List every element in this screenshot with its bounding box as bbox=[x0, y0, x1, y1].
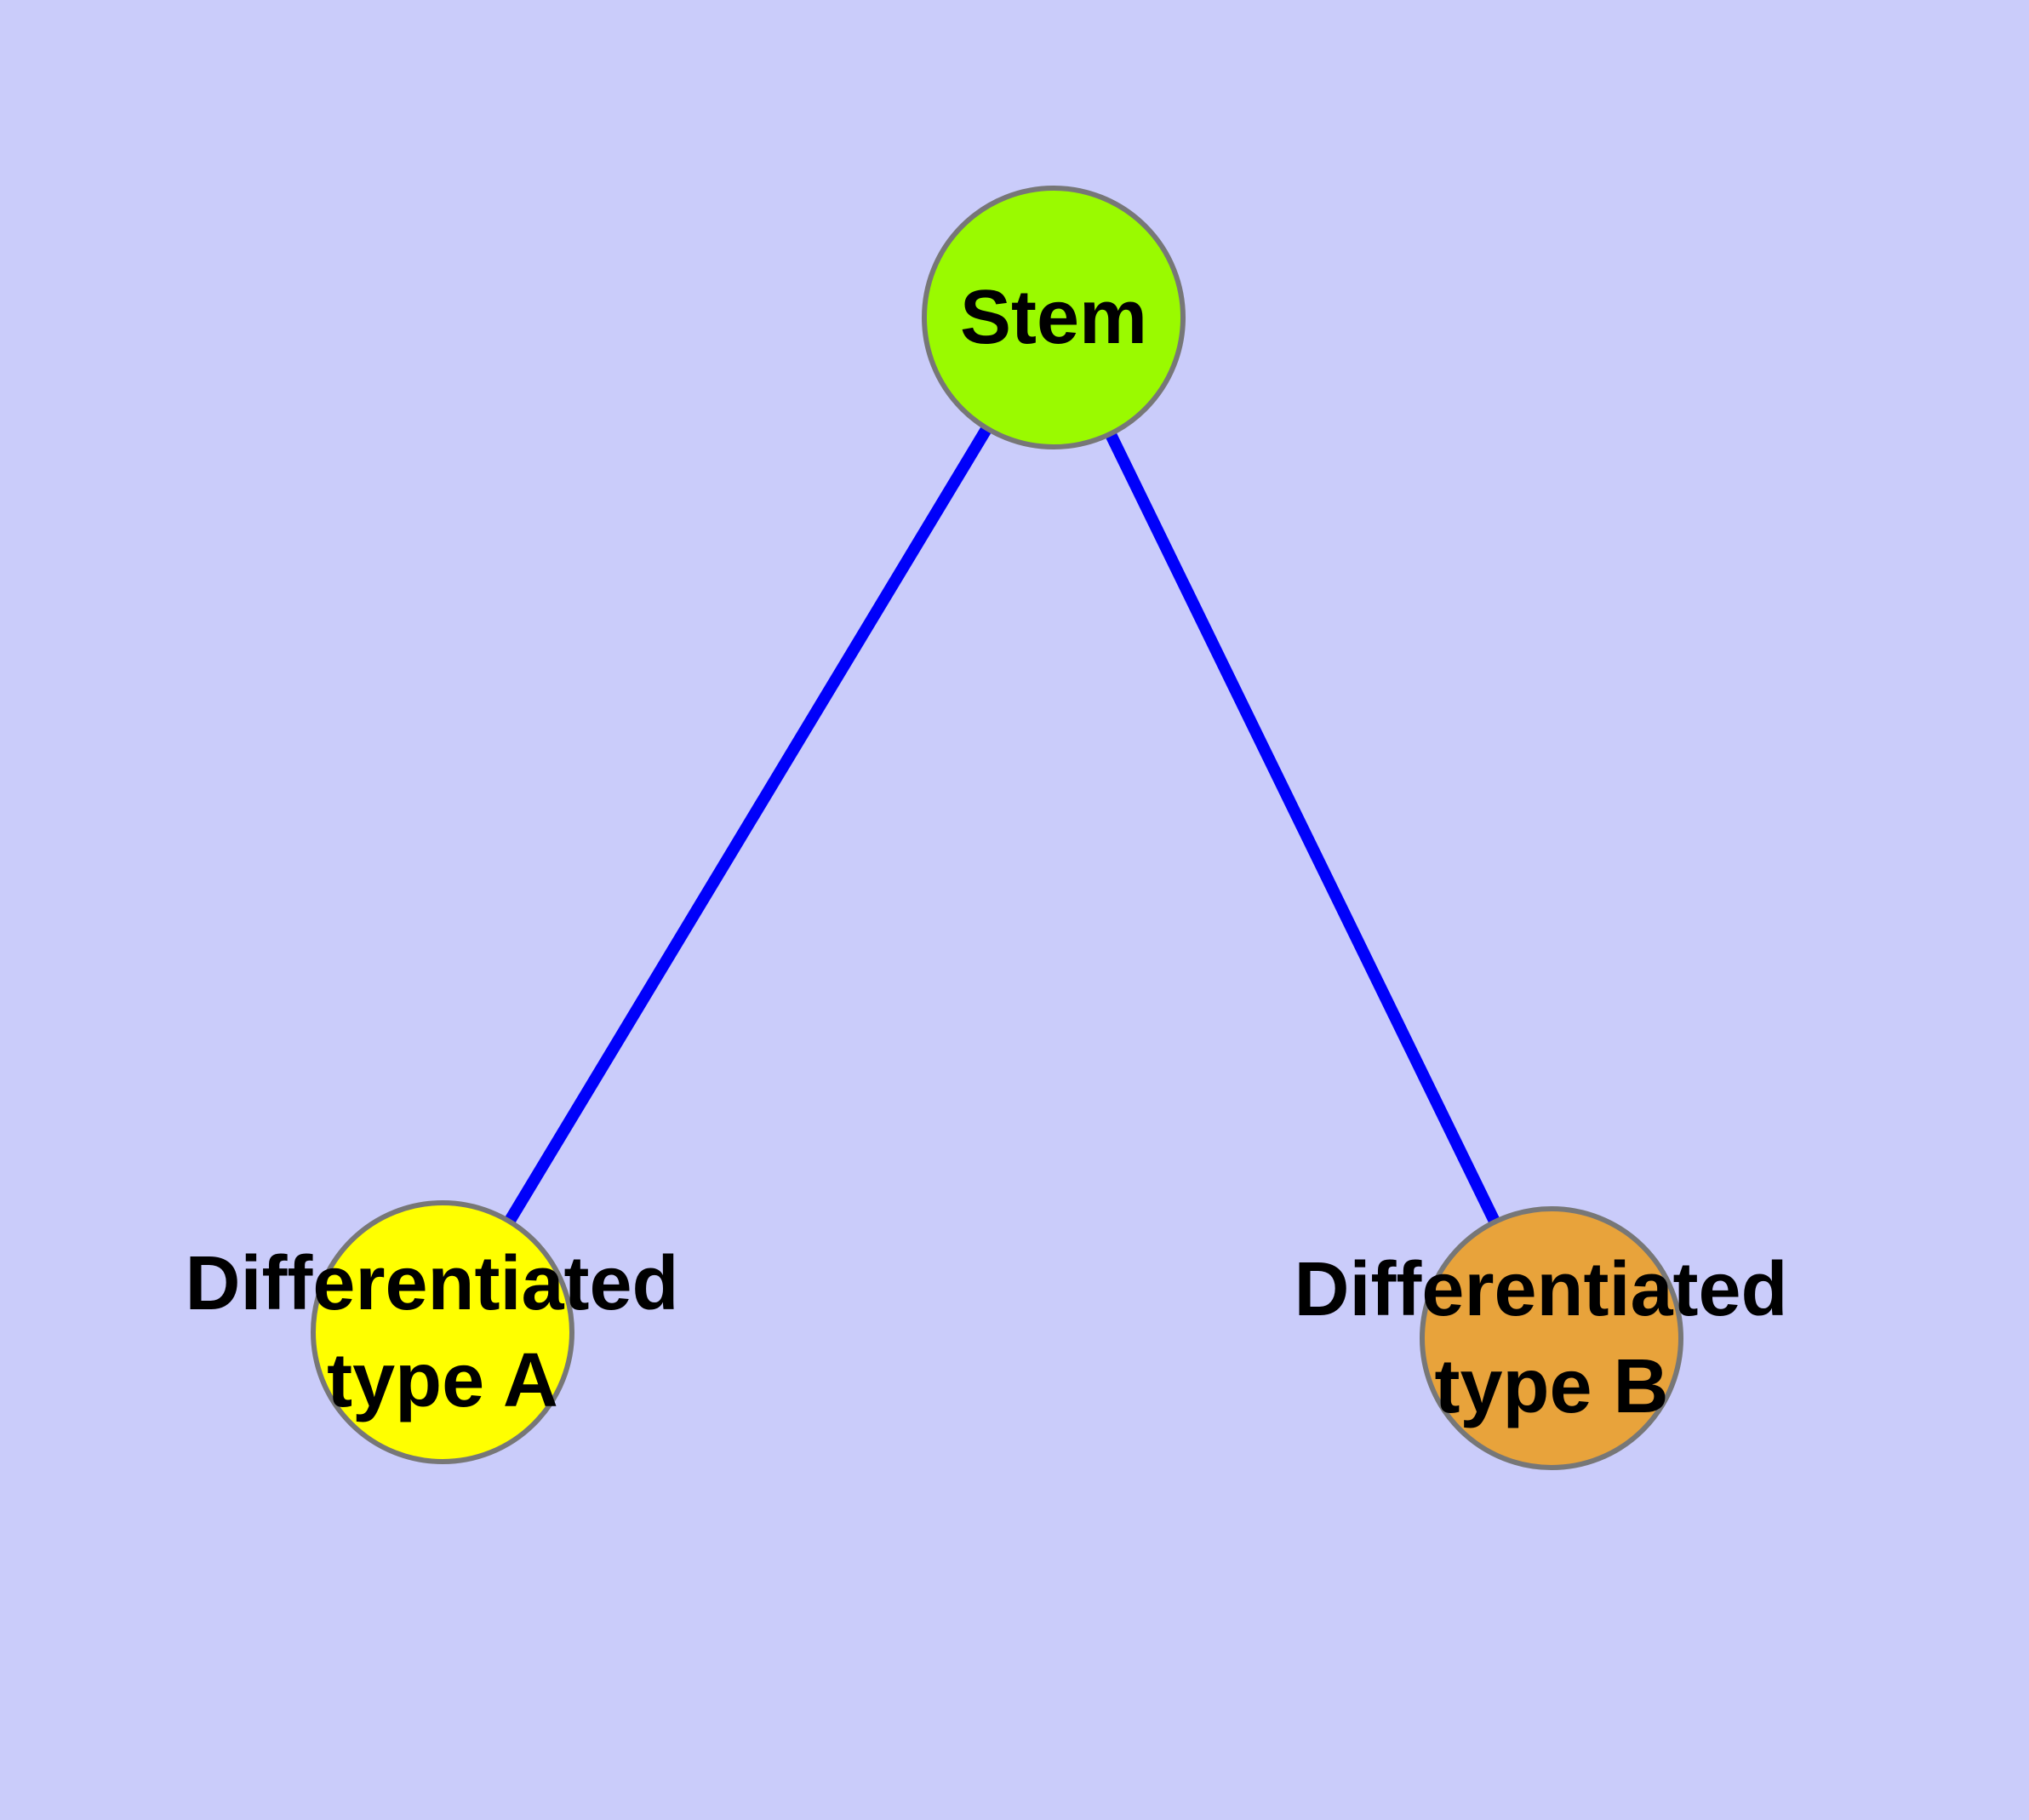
node-label-differentiated-type-a: Differentiated type A bbox=[185, 1241, 700, 1423]
node-label-type-b-line1: Differentiated bbox=[1294, 1247, 1787, 1332]
node-label-type-a-line1: Differentiated bbox=[185, 1241, 678, 1326]
edge-stem-to-type-a bbox=[437, 314, 1059, 1336]
node-stem bbox=[922, 186, 1186, 449]
node-label-type-a-line2: type A bbox=[327, 1338, 558, 1423]
edge-stem-to-type-b bbox=[1048, 314, 1557, 1342]
node-differentiated-type-b bbox=[1420, 1206, 1683, 1470]
node-label-differentiated-type-b: Differentiated type B bbox=[1294, 1247, 1809, 1429]
node-differentiated-type-a bbox=[311, 1200, 574, 1464]
node-label-type-b-line2: type B bbox=[1434, 1344, 1668, 1429]
node-label-stem: Stem bbox=[960, 275, 1147, 360]
